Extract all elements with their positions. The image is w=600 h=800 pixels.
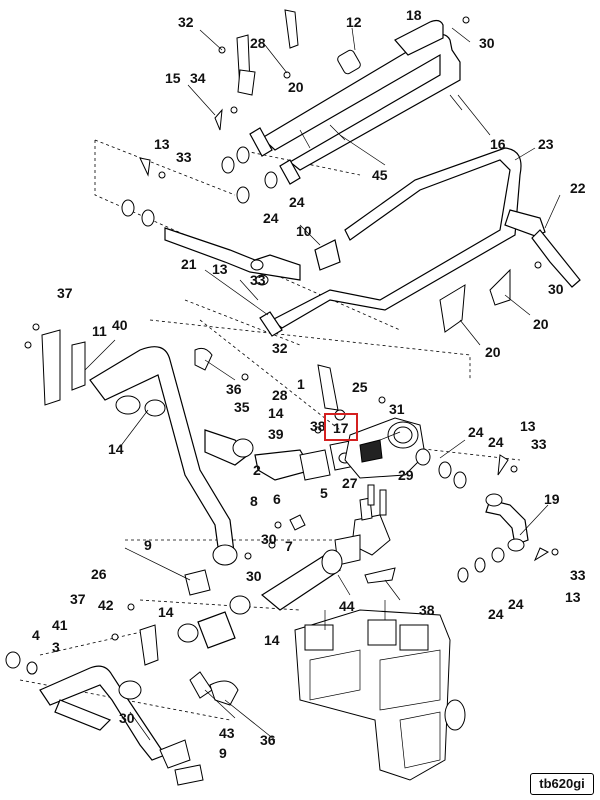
part-label-30: 30: [246, 568, 262, 584]
top-brackets: [139, 9, 470, 179]
middle-pipe-assembly: [164, 147, 581, 337]
part-labels: 32 28 12 18 30 15 34 20 13 33 16 23 45 2…: [32, 7, 586, 761]
part-label-33: 33: [176, 149, 192, 165]
part-label-24: 24: [468, 424, 484, 440]
part-label-44: 44: [339, 598, 355, 614]
part-label-43: 43: [219, 725, 235, 741]
right-lower-pipe: [457, 454, 559, 583]
clamp-rings-upper: [121, 146, 278, 227]
part-label-32: 32: [178, 14, 194, 30]
part-label-45: 45: [372, 167, 388, 183]
left-elbow-pipe: [24, 323, 238, 566]
upper-pipe-assembly: [249, 19, 463, 185]
part-label-7: 7: [285, 538, 293, 554]
part-label-13: 13: [154, 136, 170, 152]
lower-left-pipe: [5, 603, 204, 786]
part-label-32: 32: [272, 340, 288, 356]
part-label-20: 20: [533, 316, 549, 332]
part-label-14: 14: [158, 604, 174, 620]
part-label-15: 15: [165, 70, 181, 86]
part-label-35: 35: [234, 399, 250, 415]
part-label-24: 24: [289, 194, 305, 210]
part-label-14: 14: [264, 632, 280, 648]
part-label-19: 19: [544, 491, 560, 507]
part-label-3: 3: [52, 639, 60, 655]
part-label-12: 12: [346, 14, 362, 30]
part-label-37: 37: [57, 285, 73, 301]
lower-clamps: [177, 569, 251, 706]
part-label-5: 5: [320, 485, 328, 501]
part-label-28: 28: [272, 387, 288, 403]
part-label-13: 13: [565, 589, 581, 605]
part-label-18: 18: [406, 7, 422, 23]
part-label-38: 38: [419, 602, 435, 618]
part-label-34: 34: [190, 70, 206, 86]
part-label-4: 4: [32, 627, 40, 643]
part-label-2: 2: [253, 462, 261, 478]
part-label-30: 30: [261, 531, 277, 547]
part-label-30: 30: [548, 281, 564, 297]
part-label-23: 23: [538, 136, 554, 152]
part-label-40: 40: [112, 317, 128, 333]
part-label-24: 24: [488, 434, 504, 450]
leader-lines: [84, 27, 561, 741]
part-label-13: 13: [520, 418, 536, 434]
lower-center-parts: [244, 484, 396, 611]
part-label-6: 6: [273, 491, 281, 507]
cylinder-head-block: [294, 600, 466, 781]
part-label-37: 37: [70, 591, 86, 607]
diagram-id-label: tb620gi: [530, 773, 594, 795]
part-label-31: 31: [389, 401, 405, 417]
center-pipe-parts: [204, 364, 386, 481]
part-label-24: 24: [508, 596, 524, 612]
part-label-38: 38: [310, 418, 326, 434]
part-label-36: 36: [260, 732, 276, 748]
part-label-16: 16: [490, 136, 506, 152]
part-label-17: 17: [333, 420, 349, 436]
part-label-21: 21: [181, 256, 197, 272]
part-label-27: 27: [342, 475, 358, 491]
part-label-39: 39: [268, 426, 284, 442]
part-label-24: 24: [488, 606, 504, 622]
part-label-36: 36: [226, 381, 242, 397]
part-label-9: 9: [144, 537, 152, 553]
part-label-29: 29: [398, 467, 414, 483]
part-label-13: 13: [212, 261, 228, 277]
part-label-20: 20: [485, 344, 501, 360]
part-label-11: 11: [92, 323, 107, 339]
part-label-30: 30: [119, 710, 135, 726]
part-label-8: 8: [250, 493, 258, 509]
part-label-24: 24: [263, 210, 279, 226]
part-label-10: 10: [296, 223, 312, 239]
part-label-33: 33: [250, 272, 266, 288]
highlight-box-part-17: [324, 413, 358, 441]
part-label-14: 14: [268, 405, 284, 421]
part-label-25: 25: [352, 379, 368, 395]
part-label-26: 26: [91, 566, 107, 582]
part-label-1: 1: [297, 376, 305, 392]
part-label-41: 41: [52, 617, 68, 633]
part-label-42: 42: [98, 597, 114, 613]
valve-body: [344, 417, 467, 489]
part-label-33: 33: [531, 436, 547, 452]
part-label-14: 14: [108, 441, 124, 457]
part-label-9: 9: [219, 745, 227, 761]
part-label-22: 22: [570, 180, 586, 196]
part-label-28: 28: [250, 35, 266, 51]
part-label-33: 33: [570, 567, 586, 583]
part-label-30: 30: [479, 35, 495, 51]
part-label-20: 20: [288, 79, 304, 95]
